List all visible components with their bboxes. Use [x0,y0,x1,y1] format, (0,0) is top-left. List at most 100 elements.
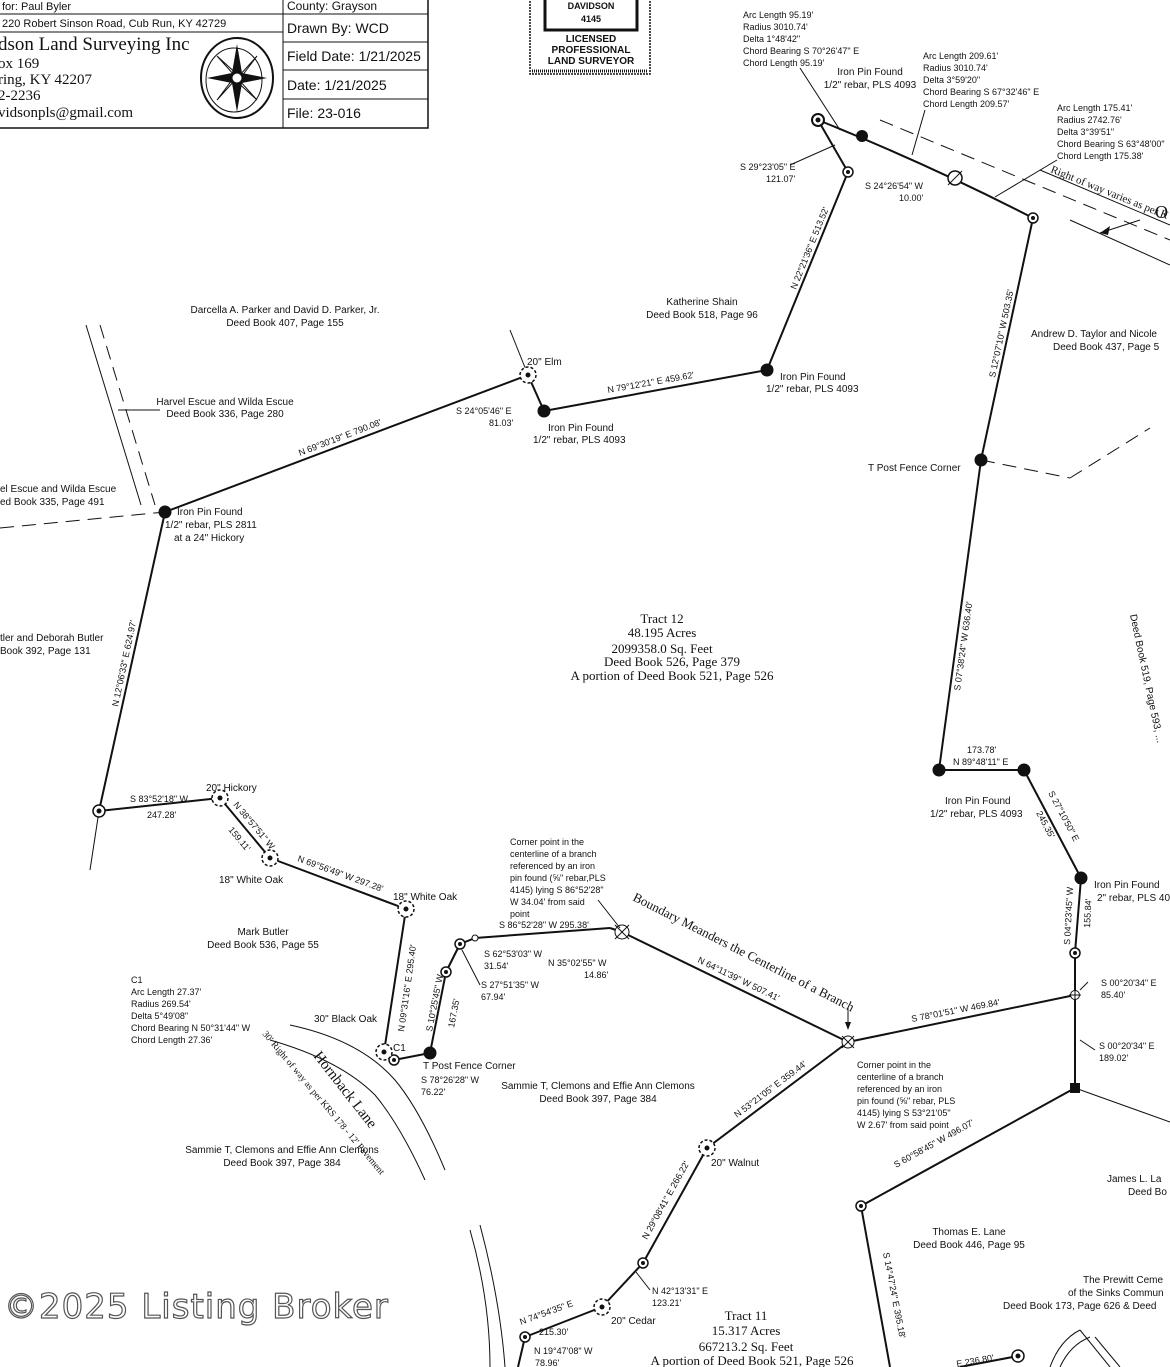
svg-text:S 83°52'18" W: S 83°52'18" W [130,794,189,804]
svg-text:Radius 2742.76': Radius 2742.76' [1057,115,1122,125]
iron-pin-icon [537,404,551,418]
iron-pin-icon [760,363,774,377]
svg-text:S 86°52'28" W 295.38': S 86°52'28" W 295.38' [499,920,589,930]
svg-text:Tract 11: Tract 11 [725,1308,768,1323]
svg-text:Delta 5°49'08": Delta 5°49'08" [131,1011,188,1021]
svg-text:S 14°47'24" E 395.18': S 14°47'24" E 395.18' [881,1251,908,1339]
svg-text:Delta 1°48'42": Delta 1°48'42" [743,34,800,44]
svg-text:pin found (⅝" rebar,PLS: pin found (⅝" rebar,PLS [510,873,606,883]
svg-text:S 78°26'28" W: S 78°26'28" W [421,1075,480,1085]
walnut-tree-icon [698,1139,716,1157]
iron-pin-icon [1074,871,1088,885]
owner-escue-336: Harvel Escue and Wilda Escue [156,397,294,408]
svg-text:Chord Length 175.38': Chord Length 175.38' [1057,151,1144,161]
cedar-tree-icon [593,1298,611,1316]
svg-text:C1: C1 [131,975,143,985]
surveyor-seal: DAVIDSON 4145 LICENSED PROFESSIONAL LAND… [529,0,651,75]
svg-text:Deed Book 526, Page 379: Deed Book 526, Page 379 [604,654,740,669]
pin-hickory-label: Iron Pin Found [177,507,243,518]
owner-thomas-lane: Thomas E. Lane [932,1227,1006,1238]
cedar-label: 20" Cedar [611,1316,656,1327]
svg-text:Chord Length 95.19': Chord Length 95.19' [743,58,825,68]
client-address: 220 Robert Sinson Road, Cub Run, KY 4272… [2,18,226,30]
owner-shain: Katherine Shain [666,297,737,308]
svg-text:155.84': 155.84' [1082,898,1094,928]
deed-519-label: Deed Book 519, Page 593, ... [1127,613,1165,744]
svg-text:S 00°20'34" E: S 00°20'34" E [1099,1041,1155,1051]
branch-corner-note-2: Corner point in the centerline of a bran… [845,1008,955,1130]
curve-data-3: Arc Length 175.41' Radius 2742.76' Delta… [994,103,1165,198]
owner-clemons-2: Sammie T, Clemons and Effie Ann Clemons [185,1145,379,1156]
svg-text:Book 392, Page 131: Book 392, Page 131 [0,646,91,657]
svg-text:31.54': 31.54' [484,961,509,971]
svg-text:667213.2 Sq. Feet: 667213.2 Sq. Feet [699,1339,794,1354]
svg-text:1/2" rebar, PLS 4093: 1/2" rebar, PLS 4093 [766,384,859,395]
owner-mark-butler: Mark Butler [237,927,289,938]
svg-text:Arc Length 175.41': Arc Length 175.41' [1057,103,1133,113]
iron-pin-icon [856,130,868,142]
owner-escue-335: el Escue and Wilda Escue [0,484,117,495]
svg-text:2" rebar, PLS 409: 2" rebar, PLS 409 [1097,893,1170,904]
svg-text:1/2" rebar, PLS 4093: 1/2" rebar, PLS 4093 [824,80,917,91]
svg-text:48.195 Acres: 48.195 Acres [628,625,697,640]
svg-text:Deed Book 518, Page 96: Deed Book 518, Page 96 [646,310,758,321]
owner-parker: Darcella A. Parker and David D. Parker, … [191,305,380,316]
compass-logo [200,37,274,119]
pin-shain-label: Iron Pin Found [780,372,846,383]
svg-text:W 34.04' from said: W 34.04' from said [510,897,585,907]
svg-text:2099358.0 Sq. Feet: 2099358.0 Sq. Feet [611,641,713,656]
tpost-2-label: T Post Fence Corner [423,1061,516,1072]
seal-line-1: LICENSED [566,34,617,45]
svg-text:Deed Book 446, Page 95: Deed Book 446, Page 95 [913,1240,1025,1251]
white-oak-b-label: 18" White Oak [393,892,458,903]
svg-text:15.317 Acres: 15.317 Acres [712,1323,781,1338]
svg-text:at a 24" Hickory: at a 24" Hickory [174,533,244,544]
svg-text:Deed Bo: Deed Bo [1128,1187,1167,1198]
white-oak-a-label: 18" White Oak [219,875,284,886]
svg-text:ed Book 335, Page 491: ed Book 335, Page 491 [0,497,105,508]
svg-text:N 53°21'05" E 359.44': N 53°21'05" E 359.44' [732,1059,808,1120]
firm-po-box: ox 169 [0,56,39,72]
svg-text:1/2" rebar, PLS 4093: 1/2" rebar, PLS 4093 [930,809,1023,820]
svg-text:S 24°26'54" W: S 24°26'54" W [865,181,924,191]
branch-corner-note-1: Corner point in the centerline of a bran… [510,837,621,929]
svg-text:S 10°25'45" W: S 10°25'45" W [424,973,445,1032]
svg-text:of the Sinks Commun: of the Sinks Commun [1068,1288,1164,1299]
svg-text:S 00°20'34" E: S 00°20'34" E [1101,978,1157,988]
svg-text:10.00': 10.00' [899,193,924,203]
iron-pin-icon [158,505,172,519]
monument-square-icon [1070,1083,1080,1093]
firm-email: vidsonpls@gmail.com [0,105,133,121]
svg-text:Radius 3010.74': Radius 3010.74' [923,63,988,73]
pin-right-label: Iron Pin Found [1094,880,1160,891]
svg-text:Delta 3°39'51": Delta 3°39'51" [1057,127,1114,137]
pin-east-label: Iron Pin Found [945,796,1011,807]
svg-text:Arc Length 209.61': Arc Length 209.61' [923,51,999,61]
svg-text:N 69°30'19" E 790.08': N 69°30'19" E 790.08' [297,417,383,458]
owner-james-lane: James L. La [1107,1174,1162,1185]
pin-top-label: Iron Pin Found [837,67,903,78]
road-name-label: O [1155,202,1168,222]
svg-text:159.11': 159.11' [226,825,252,854]
svg-text:247.28': 247.28' [147,810,177,820]
tree-markers [211,366,716,1316]
curve-data-c1: C1 Arc Length 27.37' Radius 269.54' Delt… [131,975,251,1045]
svg-text:Chord Bearing S 67°32'46" E: Chord Bearing S 67°32'46" E [923,87,1039,97]
owner-clemons-1: Sammie T, Clemons and Effie Ann Clemons [501,1081,695,1092]
svg-text:Corner point in the: Corner point in the [857,1060,931,1070]
svg-text:Deed Book 536, Page 55: Deed Book 536, Page 55 [207,940,319,951]
svg-text:A portion of Deed Book 521, Pa: A portion of Deed Book 521, Page 526 [651,1353,854,1367]
svg-text:Chord Bearing N 50°31'44" W: Chord Bearing N 50°31'44" W [131,1023,251,1033]
date-cell: Date: 1/21/2025 [287,77,387,93]
curve-data-1: Arc Length 95.19' Radius 3010.74' Delta … [743,10,859,131]
seal-line-2: PROFESSIONAL [552,45,631,56]
svg-text:Arc Length 95.19': Arc Length 95.19' [743,10,814,20]
svg-text:Delta 3°59'20": Delta 3°59'20" [923,75,980,85]
iron-pin-icon [1017,763,1031,777]
svg-text:centerline of a branch: centerline of a branch [857,1072,944,1082]
svg-text:N 89°48'11" E: N 89°48'11" E [953,757,1008,767]
walnut-label: 20" Walnut [711,1158,759,1169]
svg-text:Deed Book 437, Page 5: Deed Book 437, Page 5 [1053,342,1160,353]
field-date-cell: Field Date: 1/21/2025 [287,48,421,64]
tract-11-label: Tract 11 15.317 Acres 667213.2 Sq. Feet … [651,1308,854,1367]
